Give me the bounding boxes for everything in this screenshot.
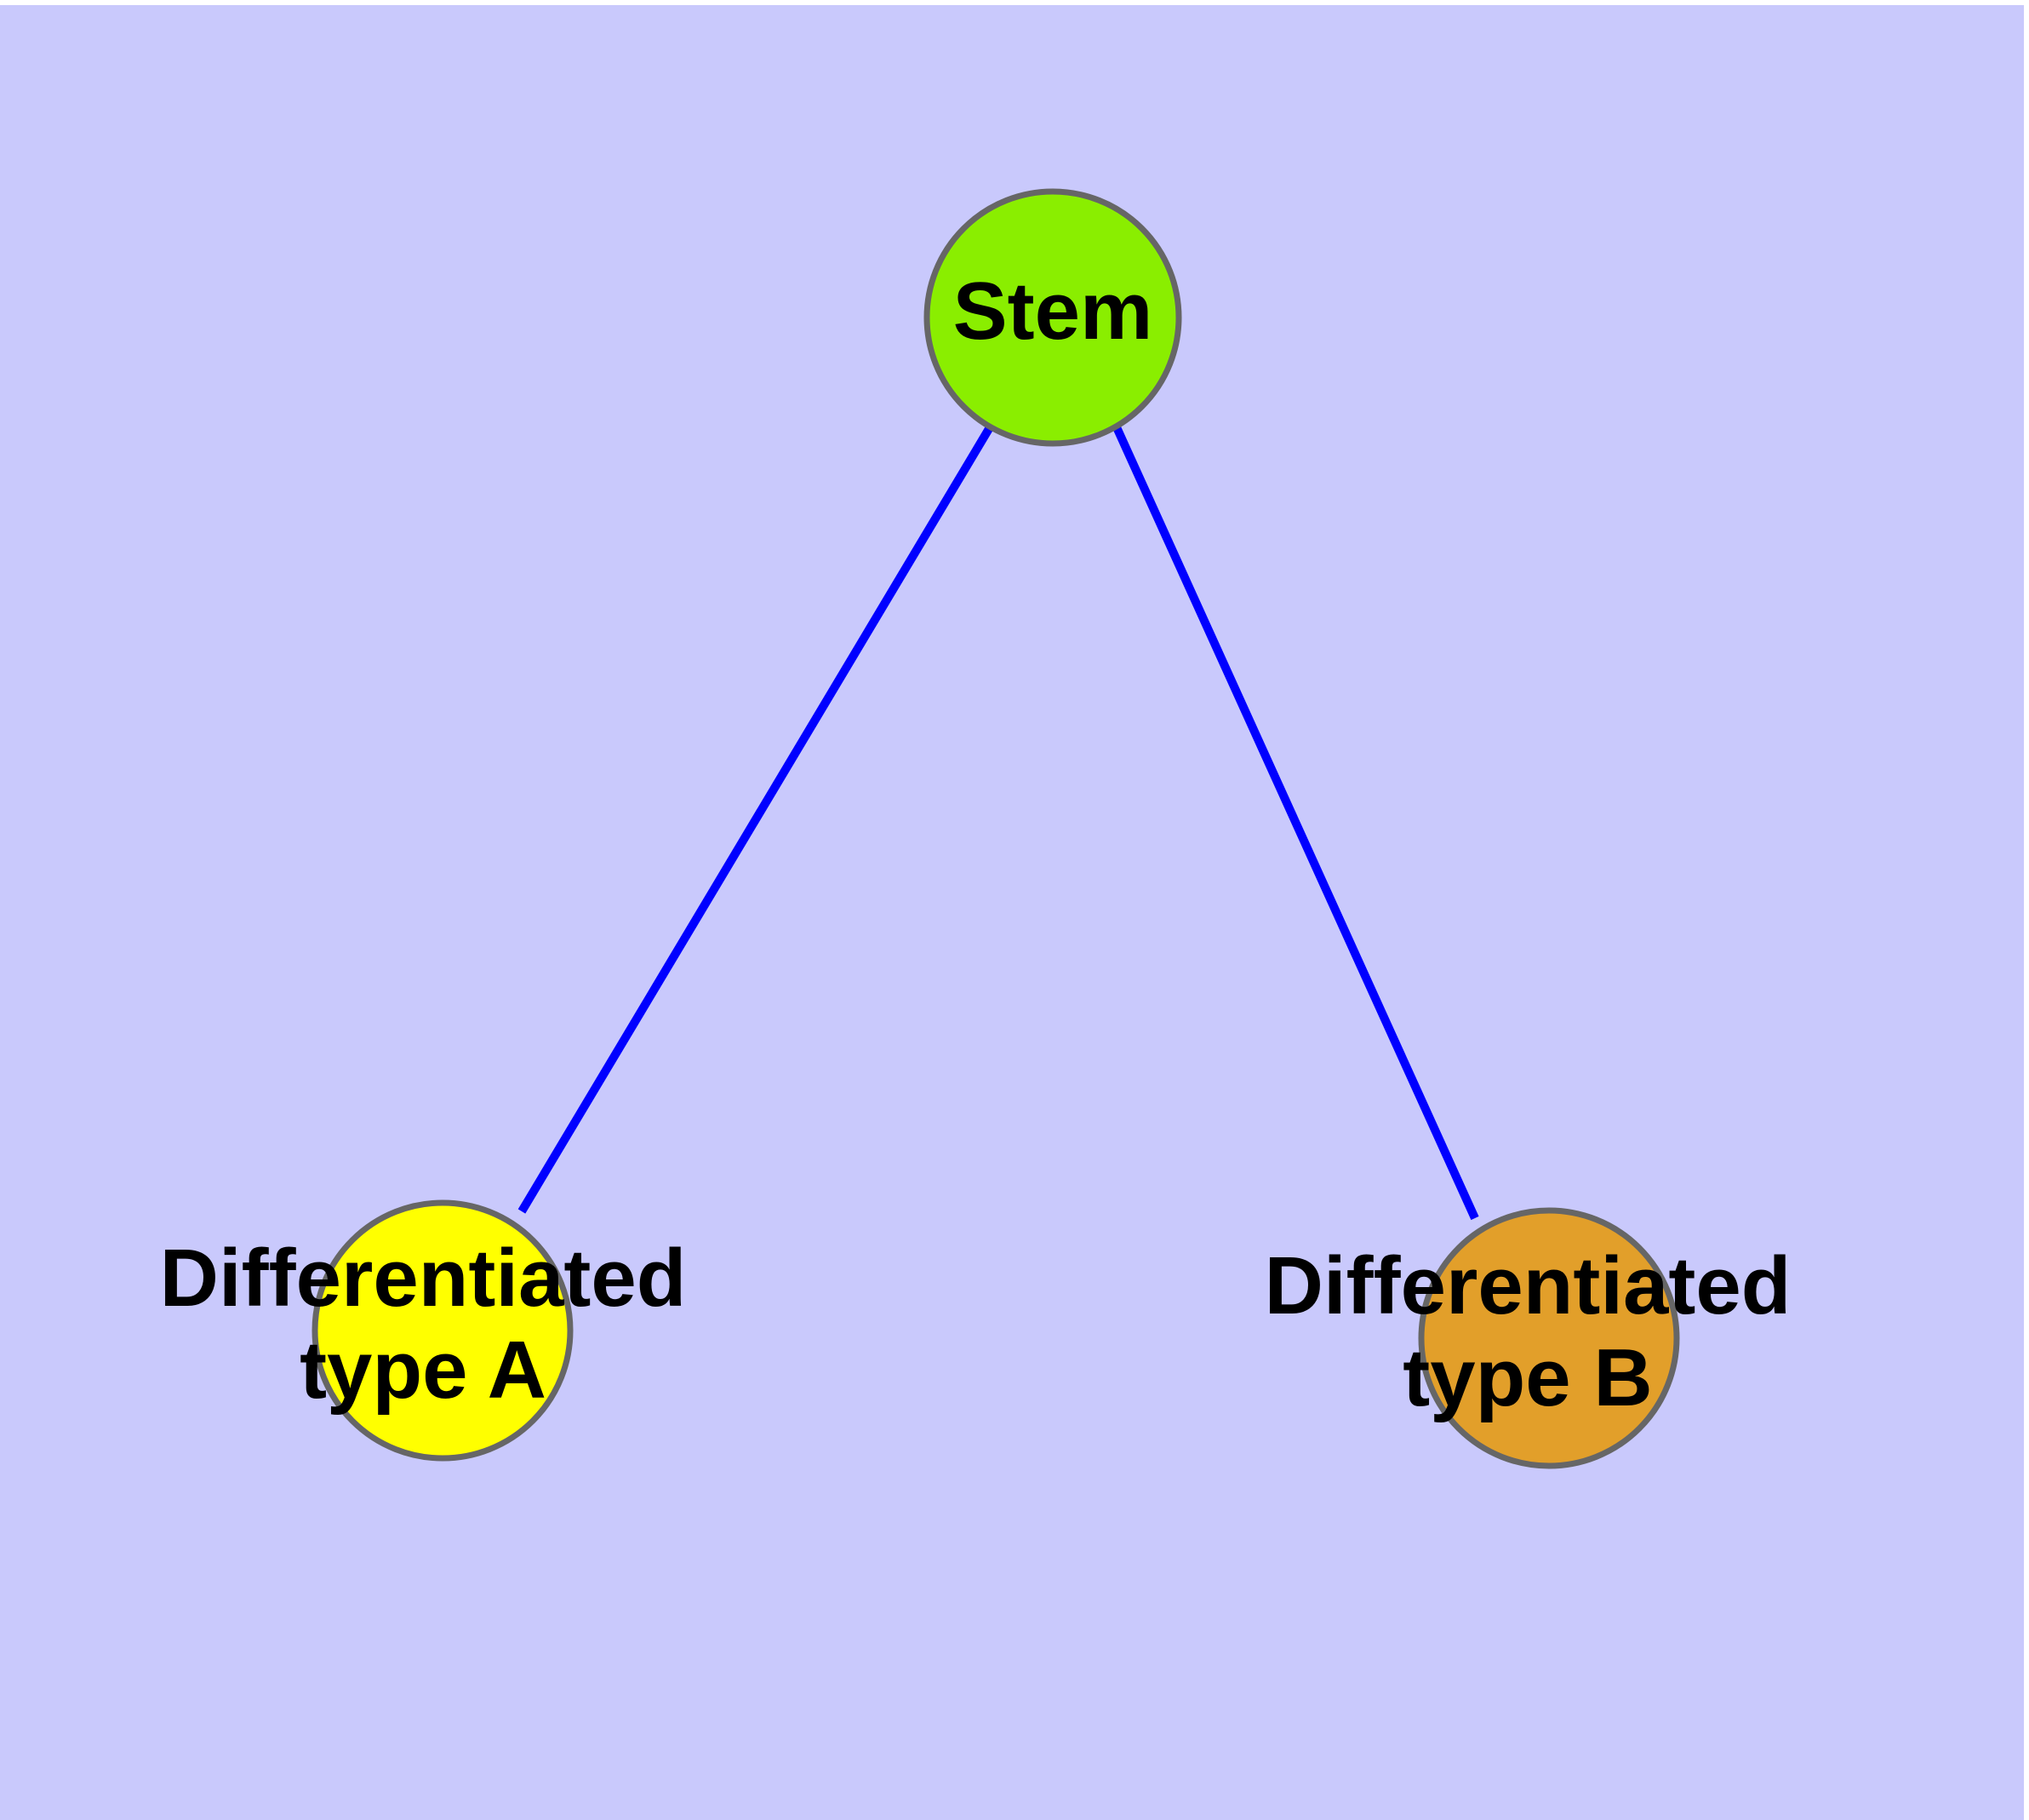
edge-stem-to-differentiated-type-b[interactable] (1112, 425, 1479, 1221)
node-circle-stem[interactable] (923, 188, 1182, 447)
node-label-stem: Stem (953, 266, 1153, 357)
node-circle-differentiated-type-a[interactable] (311, 1199, 574, 1462)
node-label-line: Stem (953, 266, 1153, 357)
edge-stem-to-differentiated-type-a[interactable] (517, 425, 994, 1214)
node-label-line: Differentiated (160, 1233, 687, 1324)
node-label-line: type B (1403, 1332, 1652, 1423)
node-label-line: Differentiated (1265, 1240, 1792, 1331)
node-circle-differentiated-type-b[interactable] (1418, 1207, 1680, 1469)
node-label-line: type A (300, 1325, 546, 1416)
edge-layer (517, 425, 1479, 1221)
node-stem[interactable]: Stem (923, 188, 1182, 447)
